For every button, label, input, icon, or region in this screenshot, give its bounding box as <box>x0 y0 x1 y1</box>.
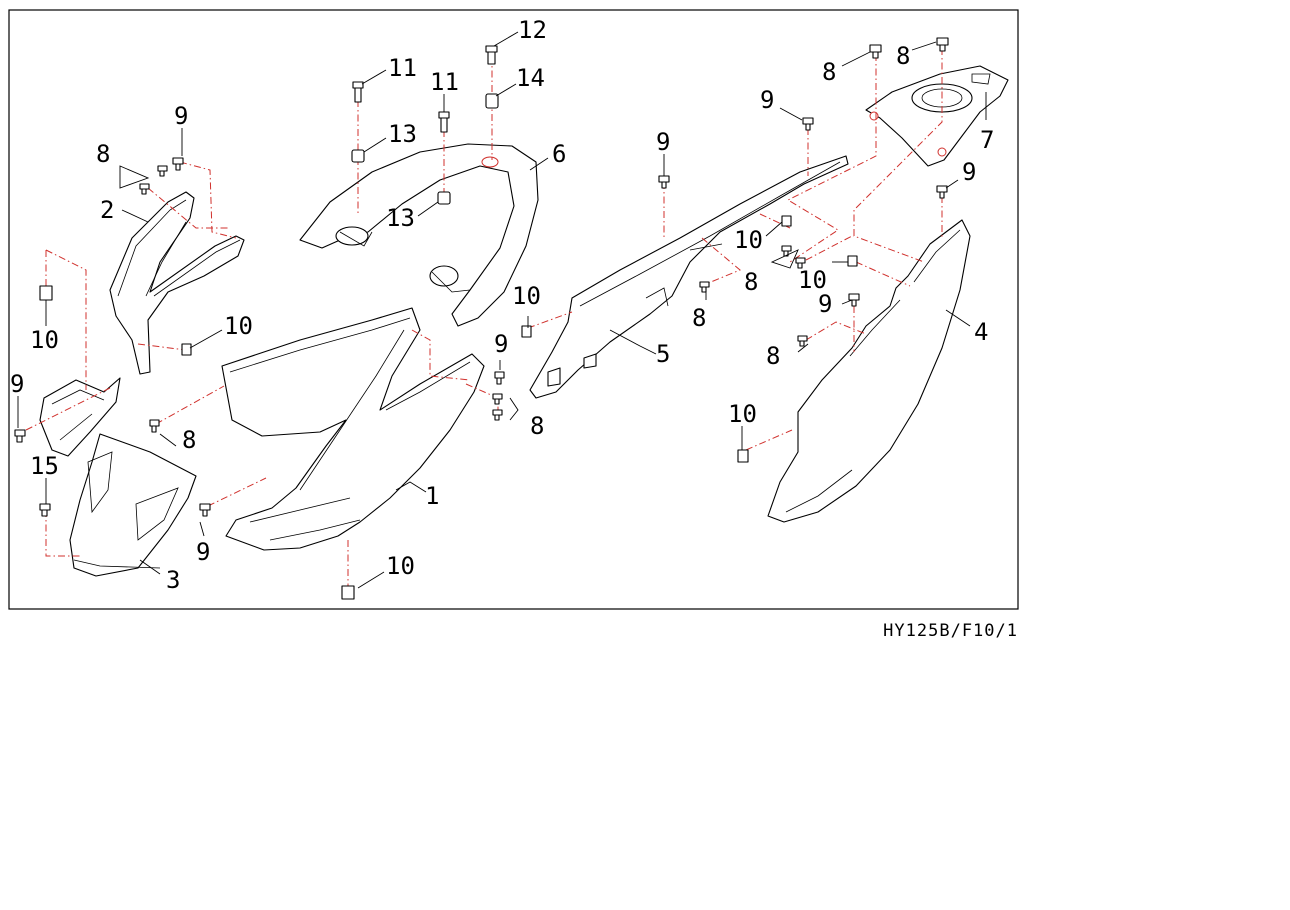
screw-icon <box>795 257 806 269</box>
callout-10: 10 <box>30 326 59 354</box>
bolt-icon <box>438 111 450 133</box>
clip-nut-icon <box>737 449 749 463</box>
collar-icon <box>351 149 365 163</box>
bolt-icon <box>485 45 498 65</box>
screw-icon <box>658 175 670 189</box>
screw-icon <box>699 281 710 293</box>
callout-10: 10 <box>734 226 763 254</box>
part-3-lower-side-panel[interactable] <box>69 433 197 577</box>
callout-9: 9 <box>494 330 508 358</box>
callout-8: 8 <box>896 42 910 70</box>
screw-icon <box>781 245 792 257</box>
collar-icon <box>437 191 451 205</box>
callout-11: 11 <box>388 54 417 82</box>
part-2-side-cover-upper[interactable] <box>109 191 245 375</box>
part-6-grab-rail[interactable] <box>299 143 539 327</box>
callout-8: 8 <box>766 342 780 370</box>
callout-8: 8 <box>530 412 544 440</box>
screw-icon <box>39 503 51 517</box>
callout-8: 8 <box>744 268 758 296</box>
screw-icon <box>172 157 184 171</box>
callout-9: 9 <box>656 128 670 156</box>
screw-icon <box>936 185 948 199</box>
part-4-right-side-cover[interactable] <box>767 219 971 523</box>
screw-icon <box>139 183 150 195</box>
callout-10: 10 <box>728 400 757 428</box>
callout-9: 9 <box>962 158 976 186</box>
screw-icon <box>802 117 814 131</box>
callout-3: 3 <box>166 566 180 594</box>
callout-15: 15 <box>30 452 59 480</box>
drawing-code: HY125B/F10/1 <box>883 621 1018 641</box>
screw-icon <box>848 293 860 307</box>
screw-icon <box>797 335 808 347</box>
screw-icon <box>494 371 505 385</box>
callout-8: 8 <box>822 58 836 86</box>
clip-nut-icon <box>181 343 192 356</box>
callout-labels: 1 2 3 4 5 6 7 8 8 8 8 8 8 8 8 9 9 9 9 9 … <box>10 16 994 594</box>
clip-nut-icon <box>781 215 792 227</box>
callout-13: 13 <box>388 120 417 148</box>
callout-9: 9 <box>760 86 774 114</box>
screw-icon <box>492 393 503 405</box>
screw-icon <box>157 165 168 177</box>
screw-icon <box>199 503 211 517</box>
collar-icon <box>485 93 499 109</box>
clip-nut-icon <box>341 585 355 600</box>
callout-13: 13 <box>386 204 415 232</box>
callout-4: 4 <box>974 318 988 346</box>
callout-14: 14 <box>516 64 545 92</box>
clip-nut-icon <box>847 255 858 267</box>
clip-nut-icon <box>521 325 532 338</box>
callout-2: 2 <box>100 196 114 224</box>
callout-6: 6 <box>552 140 566 168</box>
screw-icon <box>492 409 503 421</box>
callout-11: 11 <box>430 68 459 96</box>
part-5-inner-rear-panel[interactable] <box>529 155 849 399</box>
screw-icon <box>149 419 160 433</box>
callout-10: 10 <box>386 552 415 580</box>
part-1-main-side-cover[interactable] <box>221 307 485 551</box>
part-rear-scoop-left[interactable] <box>39 377 121 457</box>
callout-9: 9 <box>174 102 188 130</box>
clip-nut-icon <box>39 285 53 301</box>
callout-10: 10 <box>224 312 253 340</box>
callout-8: 8 <box>692 304 706 332</box>
leader-lines <box>17 31 987 589</box>
callout-7: 7 <box>980 126 994 154</box>
callout-8: 8 <box>96 140 110 168</box>
callout-10: 10 <box>512 282 541 310</box>
diagram-frame <box>8 9 1019 610</box>
callout-9: 9 <box>818 290 832 318</box>
callout-12: 12 <box>518 16 547 44</box>
screw-icon <box>869 44 882 59</box>
callout-5: 5 <box>656 340 670 368</box>
screw-icon <box>936 37 949 52</box>
callout-8: 8 <box>182 426 196 454</box>
callout-1: 1 <box>425 482 439 510</box>
bolt-icon <box>352 81 364 103</box>
screw-icon <box>14 429 26 443</box>
callout-9: 9 <box>10 370 24 398</box>
callout-10: 10 <box>798 266 827 294</box>
callout-9: 9 <box>196 538 210 566</box>
